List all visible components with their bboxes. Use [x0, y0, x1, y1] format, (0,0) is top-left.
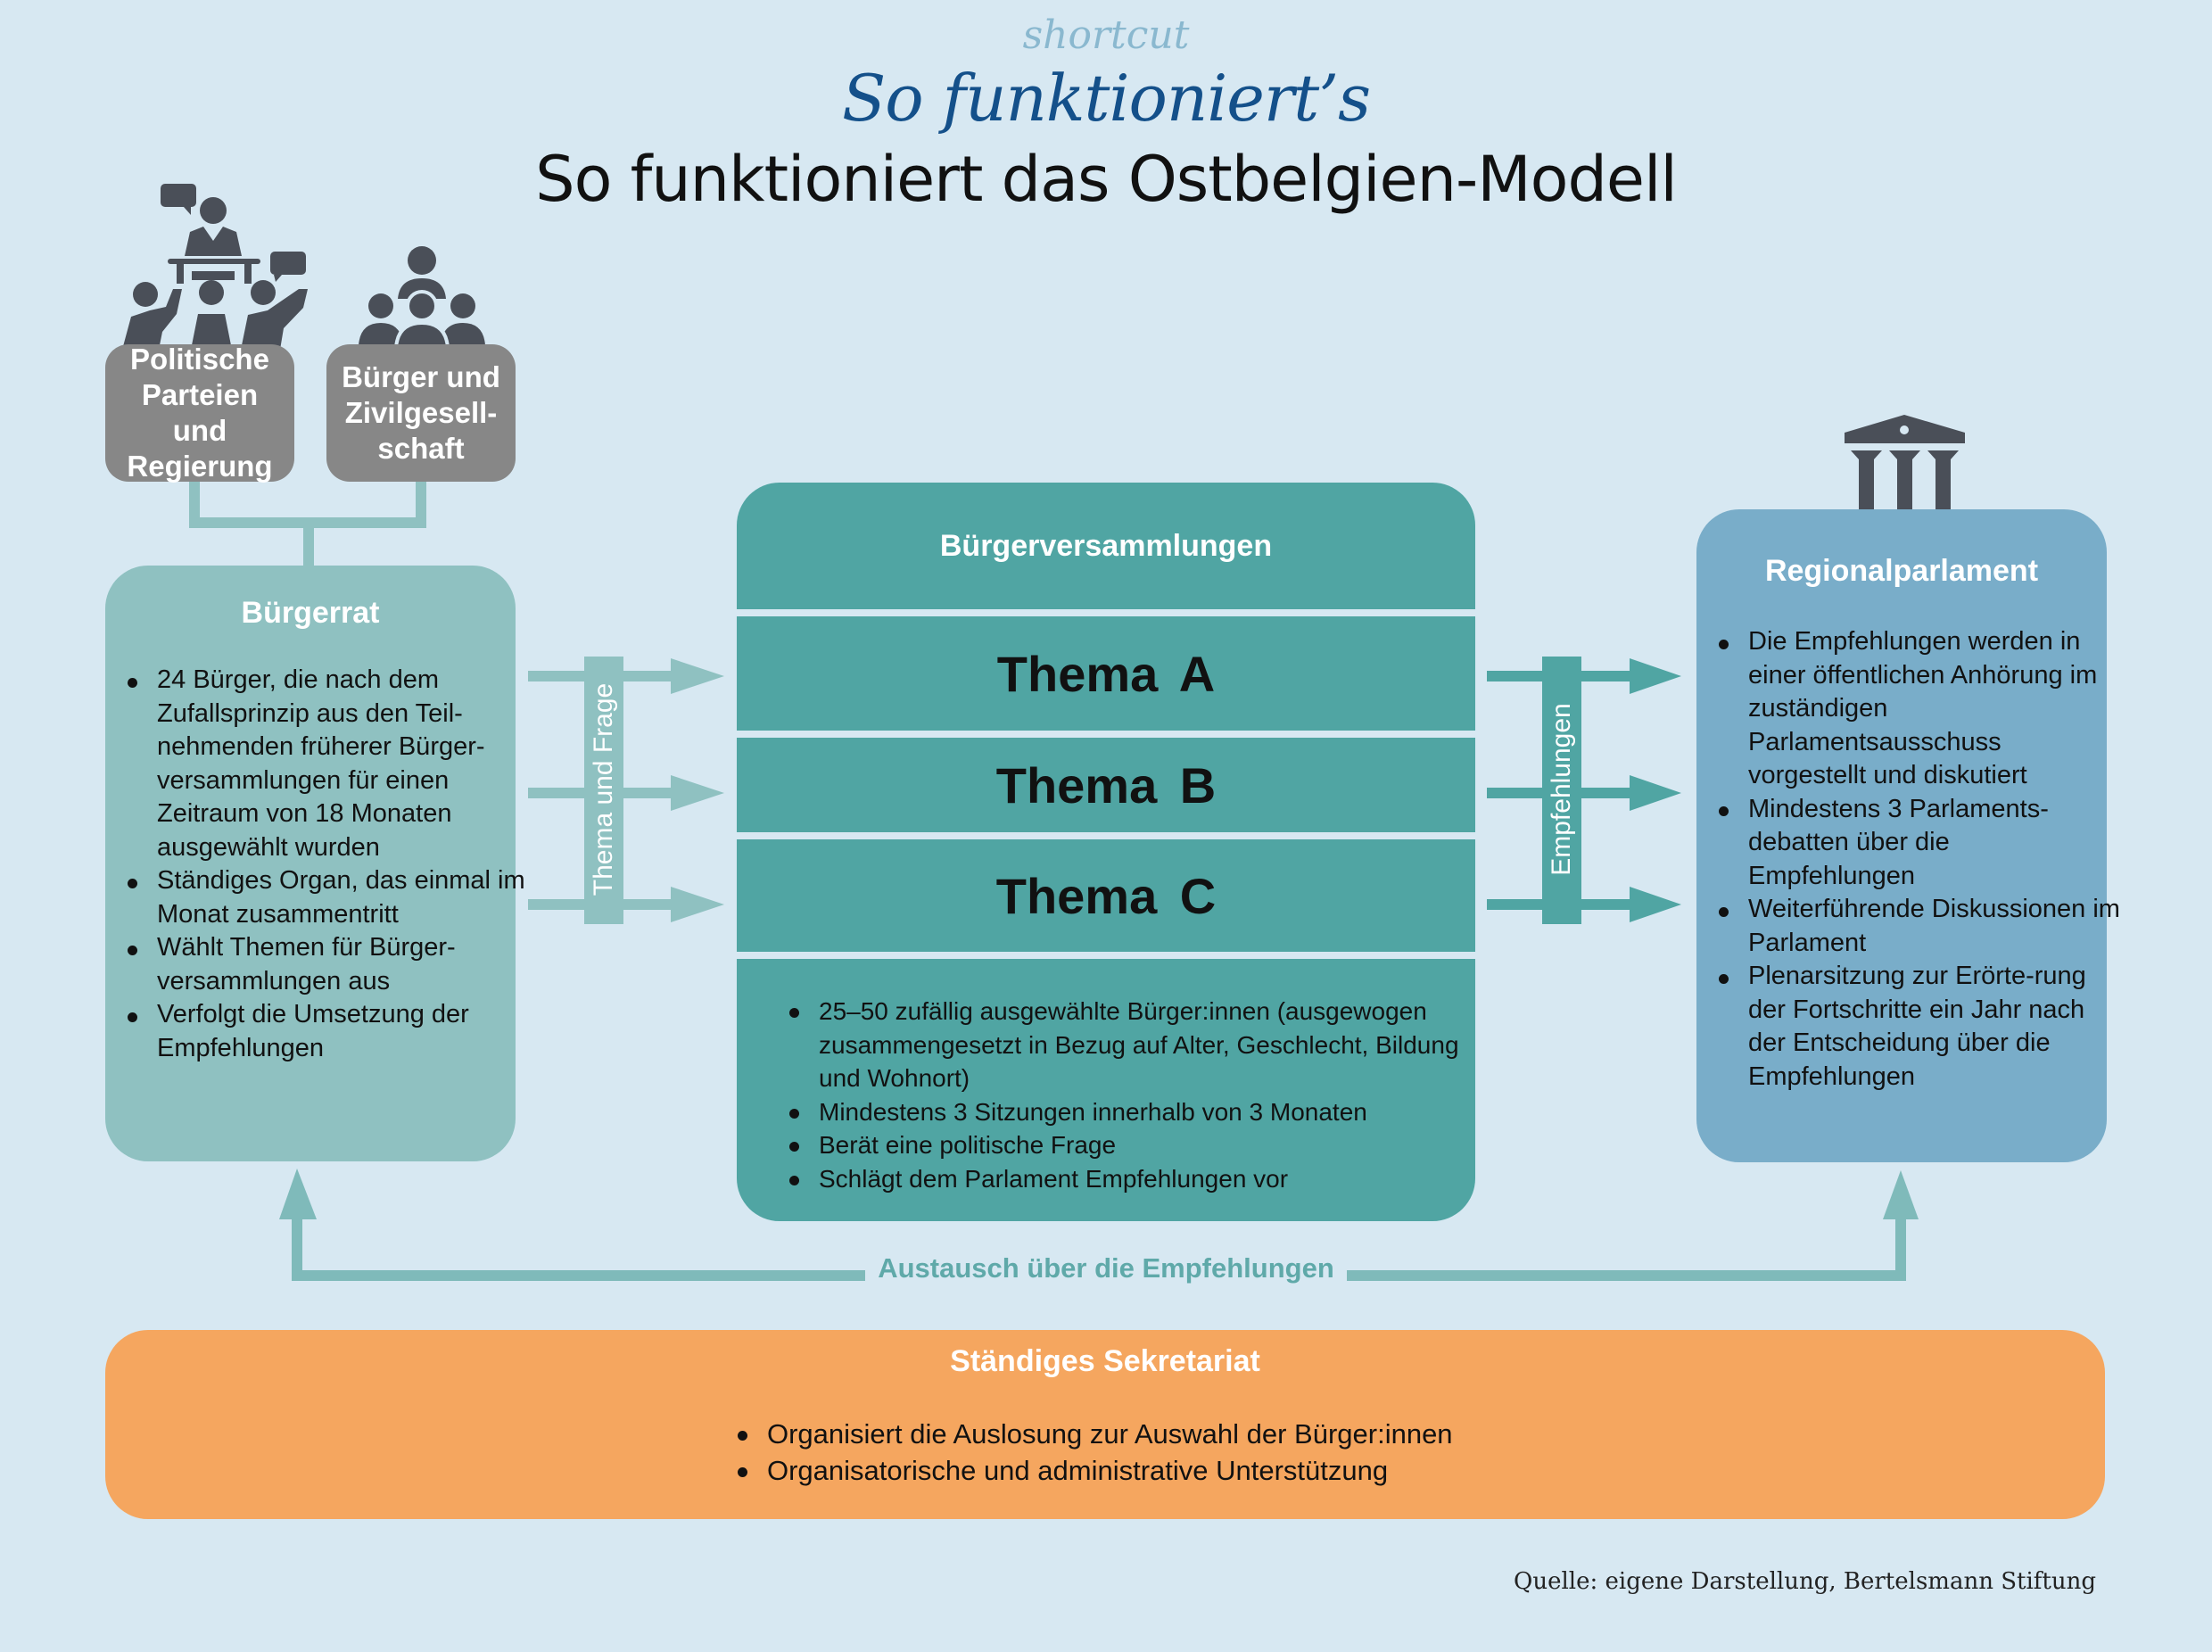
arrow-head: [671, 887, 724, 922]
sekretariat-box: Ständiges Sekretariat Organisiert die Au…: [105, 1330, 2105, 1519]
list-item: Wählt Themen für Bürger-versammlungen au…: [128, 931, 532, 998]
recommendations-label: Empfehlungen: [1547, 703, 1576, 876]
lectern-audience-icon: [122, 184, 308, 350]
arrow-up-right: [1883, 1170, 1919, 1219]
list-item: Die Empfehlungen werden in einer öffentl…: [1719, 625, 2123, 793]
buergerversammlungen-list: 25–50 zufällig ausgewählte Bürger:innen …: [767, 995, 1497, 1195]
topic-question-label: Thema und Frage: [589, 682, 618, 896]
buergerrat-list: 24 Bürger, die nach dem Zufallsprinzip a…: [105, 664, 532, 1065]
source-note: Quelle: eigene Darstellung, Bertelsmann …: [1514, 1568, 2096, 1595]
page-title: So funktioniert das Ostbelgien-Modell: [535, 143, 1678, 216]
actor-parties-label: Politische Parteien und Regierung: [127, 343, 273, 483]
buergerversammlungen-title: Bürgerversammlungen: [939, 528, 1273, 563]
buergerversammlungen-header: Bürgerversammlungen: [737, 483, 1475, 609]
theme-a-row: Thema A: [737, 616, 1475, 731]
buergerversammlungen-box: Bürgerversammlungen Thema A Thema B Them…: [737, 483, 1475, 1221]
list-item: Organisiert die Auslosung zur Auswahl de…: [738, 1416, 1837, 1452]
list-item: Mindestens 3 Sitzungen innerhalb von 3 M…: [789, 1095, 1497, 1129]
list-item: Verfolgt die Umsetzung der Empfehlungen: [128, 998, 532, 1065]
list-item: Berät eine politische Frage: [789, 1128, 1497, 1162]
brand-title: So funktioniert’s: [841, 61, 1371, 136]
arrow-up-left: [279, 1169, 317, 1219]
arrow-head: [1630, 775, 1681, 811]
group-of-people-icon: [359, 246, 485, 350]
actor-citizens-box: Bürger und Zivilgesell-schaft: [326, 344, 516, 482]
buergerrat-title: Bürgerrat: [241, 596, 380, 630]
sekretariat-list: Organisiert die Auslosung zur Auswahl de…: [715, 1416, 1837, 1489]
sekretariat-title: Ständiges Sekretariat: [950, 1344, 1260, 1378]
arrow-head: [1630, 658, 1681, 694]
arrow-head: [1630, 887, 1681, 922]
regionalparlament-box: Regionalparlament Die Empfehlungen werde…: [1696, 509, 2120, 1162]
recommendation-arrows: [1487, 657, 1681, 924]
actor-citizens-label: Bürger und Zivilgesell-schaft: [342, 360, 500, 465]
list-item: Mindestens 3 Parlaments-debatten über di…: [1719, 793, 2123, 894]
theme-b-row: Thema B: [737, 738, 1475, 832]
arrow-head: [671, 658, 724, 694]
exchange-label: Austausch über die Empfehlungen: [865, 1252, 1347, 1284]
regionalparlament-title: Regionalparlament: [1764, 554, 2039, 588]
theme-c-row: Thema C: [737, 839, 1475, 952]
topic-arrows: [528, 657, 724, 924]
kicker-label: shortcut: [1022, 12, 1190, 58]
regionalparlament-list: Die Empfehlungen werden in einer öffentl…: [1696, 625, 2123, 1094]
actors-connector: [189, 482, 426, 567]
list-item: Plenarsitzung zur Erörte-rung der Fortsc…: [1719, 960, 2123, 1094]
actor-parties-box: Politische Parteien und Regierung: [105, 343, 294, 483]
list-item: 24 Bürger, die nach dem Zufallsprinzip a…: [128, 664, 532, 864]
list-item: Organisatorische und administrative Unte…: [738, 1452, 1837, 1489]
buergerrat-box: Bürgerrat 24 Bürger, die nach dem Zufall…: [105, 566, 525, 1161]
list-item: Weiterführende Diskussionen im Parlament: [1719, 893, 2123, 960]
arrow-head: [671, 775, 724, 811]
buergerversammlungen-details: 25–50 zufällig ausgewählte Bürger:innen …: [737, 959, 1475, 1221]
list-item: Ständiges Organ, das einmal im Monat zus…: [128, 864, 532, 931]
list-item: 25–50 zufällig ausgewählte Bürger:innen …: [789, 995, 1497, 1095]
list-item: Schlägt dem Parlament Empfehlungen vor: [789, 1162, 1497, 1196]
